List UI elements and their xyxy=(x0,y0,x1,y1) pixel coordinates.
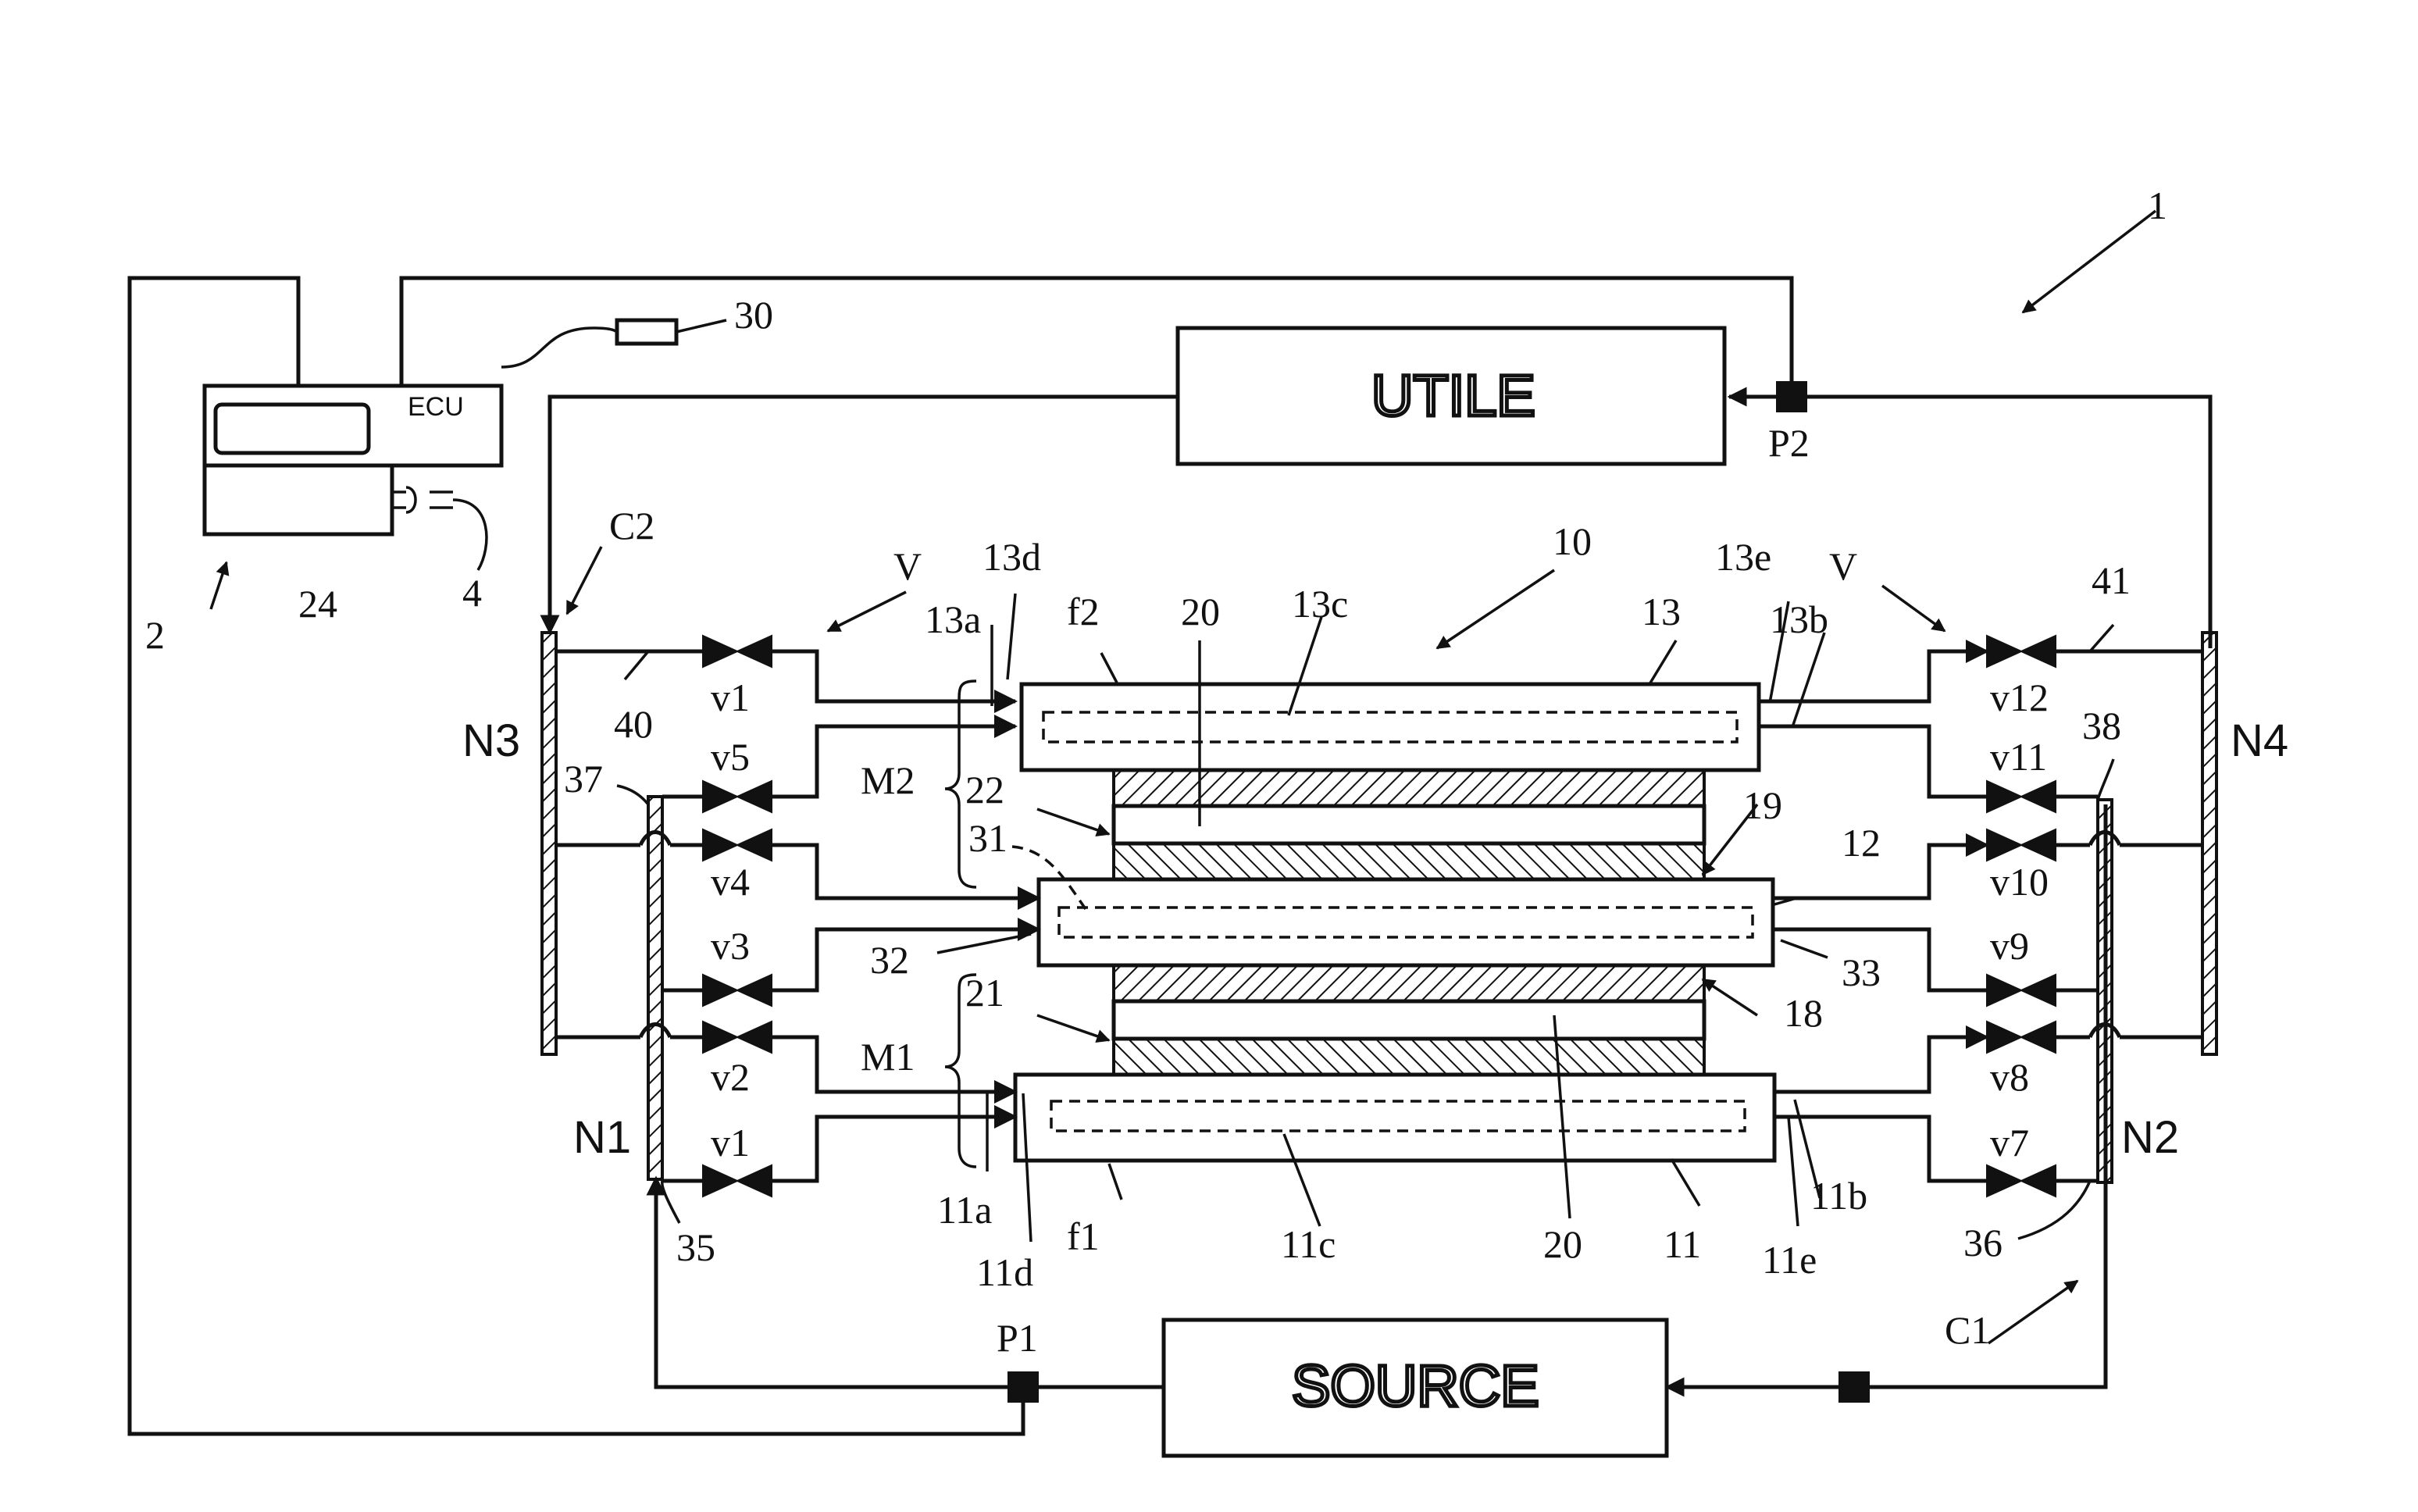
ref-2: 2 xyxy=(145,613,165,657)
ref-13b: 13b xyxy=(1770,597,1828,641)
valve-v7 xyxy=(1987,1165,2056,1196)
ref-n1: N1 xyxy=(573,1112,631,1163)
ref-c1: C1 xyxy=(1945,1308,1990,1352)
valve-v12 xyxy=(1987,636,2056,667)
stack-10 xyxy=(1015,684,1774,1161)
ref-v12: v12 xyxy=(1990,676,2049,719)
ref-33: 33 xyxy=(1842,950,1881,994)
plate-12 xyxy=(1039,879,1773,965)
ref-22: 22 xyxy=(965,768,1004,811)
ref-n2: N2 xyxy=(2121,1112,2179,1163)
valve-v8 xyxy=(1987,1022,2056,1053)
ref-37: 37 xyxy=(564,757,603,801)
ref-11c: 11c xyxy=(1281,1222,1336,1266)
utile-label: UTILE xyxy=(1371,363,1535,428)
ecu-label: ECU xyxy=(408,392,464,422)
manifold-n4 xyxy=(2202,633,2216,1054)
valve-v11 xyxy=(1987,781,2056,812)
ref-13e: 13e xyxy=(1715,535,1771,579)
sensor-p1 xyxy=(1008,1371,1039,1403)
ref-v10: v10 xyxy=(1990,860,2049,904)
ref-36: 36 xyxy=(1963,1221,2003,1264)
plate-13 xyxy=(1022,684,1759,770)
ref-13a: 13a xyxy=(925,597,981,641)
ref-38: 38 xyxy=(2082,704,2121,747)
valve-v6 xyxy=(703,636,772,667)
ref-n4: N4 xyxy=(2231,715,2288,766)
sensor-p2 xyxy=(1776,381,1807,412)
ref-v1: v1 xyxy=(711,1121,750,1164)
valve-v2 xyxy=(703,1022,772,1053)
ref-11: 11 xyxy=(1664,1222,1701,1266)
sensor-30 xyxy=(617,320,676,344)
valve-v10 xyxy=(1987,829,2056,861)
ref-4: 4 xyxy=(462,571,482,615)
ref-f2: f2 xyxy=(1067,590,1100,633)
ref-10: 10 xyxy=(1553,519,1592,563)
ref-40: 40 xyxy=(614,702,653,746)
ref-13d: 13d xyxy=(983,535,1041,579)
ref-11d: 11d xyxy=(976,1250,1033,1294)
ref-41: 41 xyxy=(2092,558,2131,602)
valve-v4 xyxy=(703,829,772,861)
ref-24: 24 xyxy=(298,582,337,626)
ref-31: 31 xyxy=(968,816,1008,860)
ref-v11: v11 xyxy=(1990,735,2047,779)
ref-21: 21 xyxy=(965,971,1004,1015)
ref-v9: v9 xyxy=(1990,924,2029,968)
ref-n3: N3 xyxy=(462,715,520,766)
ref-12: 12 xyxy=(1842,821,1881,865)
ref-20-bot: 20 xyxy=(1543,1222,1582,1266)
membrane-21b xyxy=(1114,1039,1704,1075)
valve-v3 xyxy=(703,975,772,1006)
ref-vR: V xyxy=(1829,544,1857,588)
membrane-22b xyxy=(1114,843,1704,879)
ref-1: 1 xyxy=(2148,184,2167,227)
ref-v5: v5 xyxy=(711,735,750,779)
membrane-22a xyxy=(1114,770,1704,806)
ref-19: 19 xyxy=(1743,783,1782,827)
ref-11b: 11b xyxy=(1810,1174,1867,1218)
ref-32: 32 xyxy=(870,938,909,982)
ref-v3: v3 xyxy=(711,924,750,968)
ref-vL: V xyxy=(893,544,922,588)
ref-18: 18 xyxy=(1784,991,1823,1035)
ref-30: 30 xyxy=(734,293,773,337)
ref-v2: v2 xyxy=(711,1055,750,1099)
ref-v7: v7 xyxy=(1990,1121,2029,1164)
ref-p1: P1 xyxy=(997,1316,1038,1360)
ref-m2: M2 xyxy=(861,758,915,802)
ref-c2: C2 xyxy=(609,504,654,547)
valve-v9 xyxy=(1987,975,2056,1006)
ref-13: 13 xyxy=(1642,590,1681,633)
ref-20-top: 20 xyxy=(1181,590,1220,633)
ref-11a: 11a xyxy=(937,1188,992,1232)
sensor-c1 xyxy=(1838,1371,1870,1403)
ref-f1: f1 xyxy=(1067,1214,1100,1258)
ref-v6: v1 xyxy=(711,676,750,719)
source-label: SOURCE xyxy=(1292,1353,1539,1418)
ref-p2: P2 xyxy=(1768,421,1810,465)
manifold-n2 xyxy=(2098,800,2112,1182)
membrane-21a xyxy=(1114,965,1704,1001)
plate-11 xyxy=(1015,1075,1774,1161)
manifold-n1 xyxy=(648,797,662,1179)
ref-13c: 13c xyxy=(1292,582,1348,626)
right-piping xyxy=(1759,651,2202,1181)
ref-11e: 11e xyxy=(1762,1238,1817,1282)
manifold-n3 xyxy=(542,633,556,1054)
ref-v4: v4 xyxy=(711,860,750,904)
ref-m1: M1 xyxy=(861,1035,915,1079)
valve-v5 xyxy=(703,781,772,812)
valve-v1 xyxy=(703,1165,772,1196)
ref-35: 35 xyxy=(676,1225,715,1269)
ref-v8: v8 xyxy=(1990,1055,2029,1099)
